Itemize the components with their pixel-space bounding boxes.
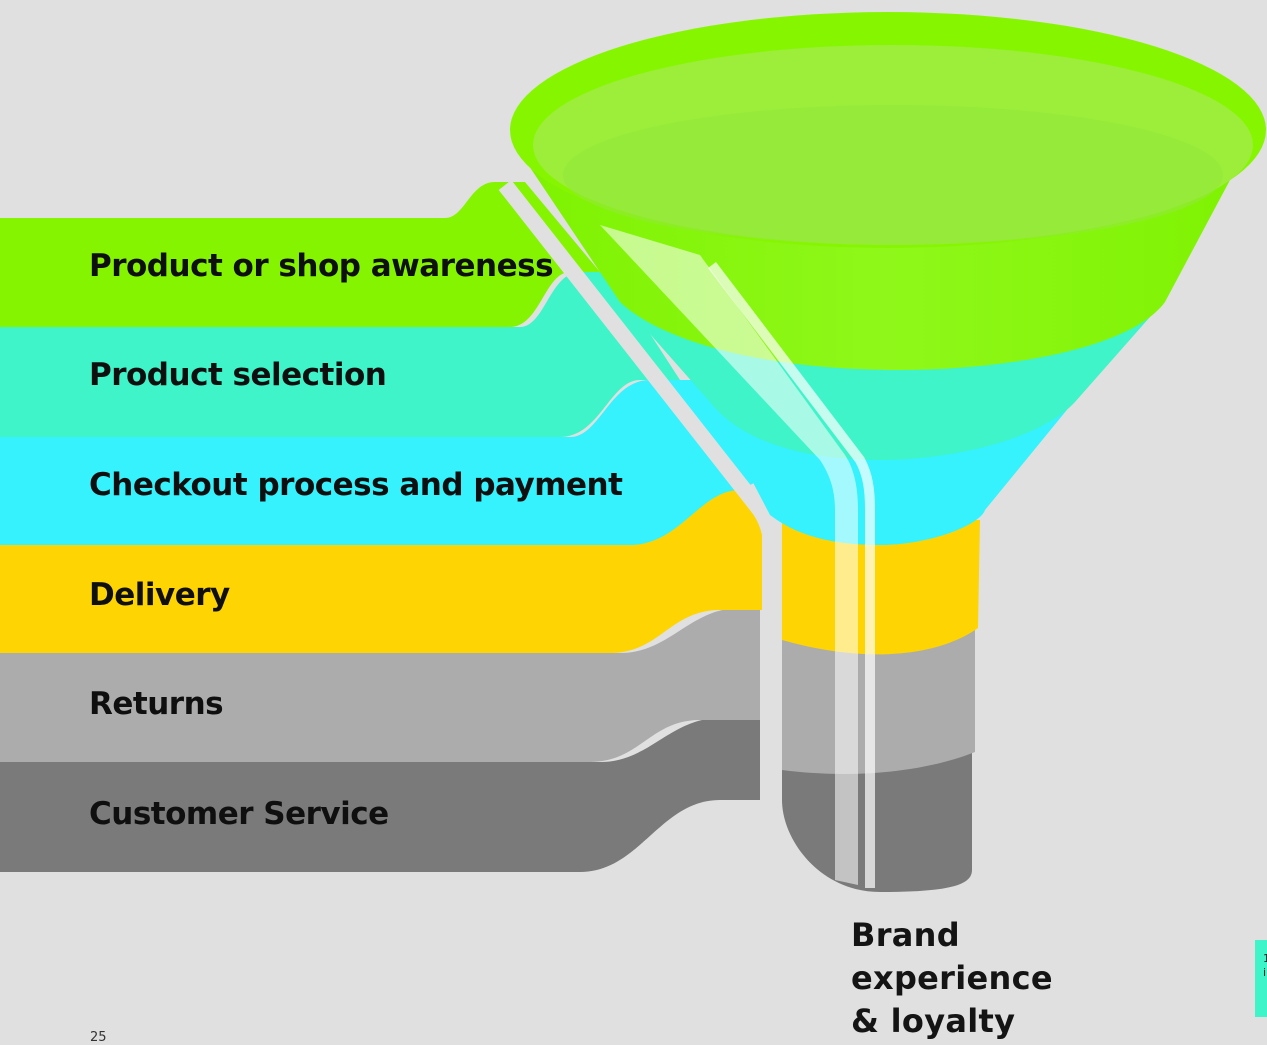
stem-customer-service bbox=[782, 750, 972, 892]
stage-label-customer-service: Customer Service bbox=[89, 796, 389, 832]
stage-label-selection: Product selection bbox=[89, 357, 387, 393]
outcome-label: Brand experience & loyalty bbox=[851, 914, 1053, 1043]
stem-returns bbox=[782, 625, 975, 774]
band-awareness bbox=[0, 182, 600, 327]
stem-delivery bbox=[782, 520, 980, 655]
band-customer-service bbox=[0, 718, 760, 872]
stage-label-returns: Returns bbox=[89, 686, 224, 722]
funnel-inner-shade bbox=[563, 105, 1223, 245]
band-delivery bbox=[0, 488, 762, 653]
band-checkout bbox=[0, 380, 760, 545]
stage-label-checkout: Checkout process and payment bbox=[89, 467, 623, 503]
outcome-line-2: experience bbox=[851, 959, 1053, 997]
side-tab[interactable]: 1 i bbox=[1255, 940, 1267, 1017]
page-number: 25 bbox=[90, 1030, 107, 1045]
band-selection bbox=[0, 272, 680, 437]
stage-label-delivery: Delivery bbox=[89, 577, 230, 613]
outcome-line-3: & loyalty bbox=[851, 1002, 1016, 1040]
connector-strip bbox=[498, 180, 780, 800]
funnel-tube-edge bbox=[708, 261, 875, 888]
funnel-tube bbox=[600, 225, 858, 885]
outcome-line-1: Brand bbox=[851, 916, 960, 954]
band-returns bbox=[0, 608, 760, 762]
stage-label-awareness: Product or shop awareness bbox=[89, 248, 554, 284]
